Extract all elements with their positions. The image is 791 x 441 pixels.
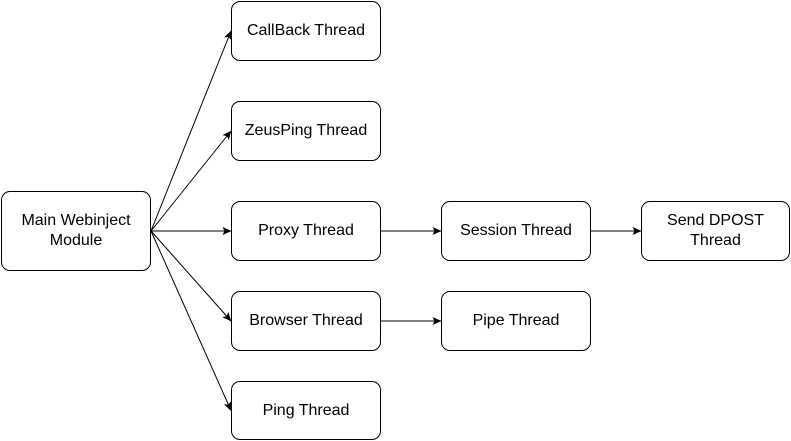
session-thread-label: Session Thread <box>460 222 572 239</box>
pipe-thread-node: Pipe Thread <box>441 291 591 351</box>
browser-thread-node: Browser Thread <box>231 291 381 351</box>
proxy-thread-node: Proxy Thread <box>231 201 381 261</box>
edge-main-to-browser <box>150 230 232 322</box>
zeusping-thread-node: ZeusPing Thread <box>231 101 381 161</box>
callback-thread-label: CallBack Thread <box>247 22 365 39</box>
callback-thread-node: CallBack Thread <box>231 1 381 61</box>
main-webinject-module-node: Main Webinject Module <box>1 191 151 271</box>
send-dpost-thread-node: Send DPOST Thread <box>641 201 790 261</box>
edge-main-to-ping <box>150 230 232 411</box>
edge-main-to-zeusping <box>150 130 232 232</box>
proxy-thread-label: Proxy Thread <box>258 222 354 239</box>
send-dpost-thread-label: Send DPOST Thread <box>667 212 764 249</box>
ping-thread-label: Ping Thread <box>262 401 350 419</box>
ping-thread-node: Ping Thread <box>231 381 381 440</box>
edge-main-to-callback <box>150 30 232 232</box>
pipe-thread-label: Pipe Thread <box>472 312 560 329</box>
browser-thread-label: Browser Thread <box>249 312 363 329</box>
zeusping-thread-label: ZeusPing Thread <box>244 122 368 139</box>
session-thread-node: Session Thread <box>441 201 591 261</box>
main-webinject-module-label: Main Webinject Module <box>21 212 131 249</box>
